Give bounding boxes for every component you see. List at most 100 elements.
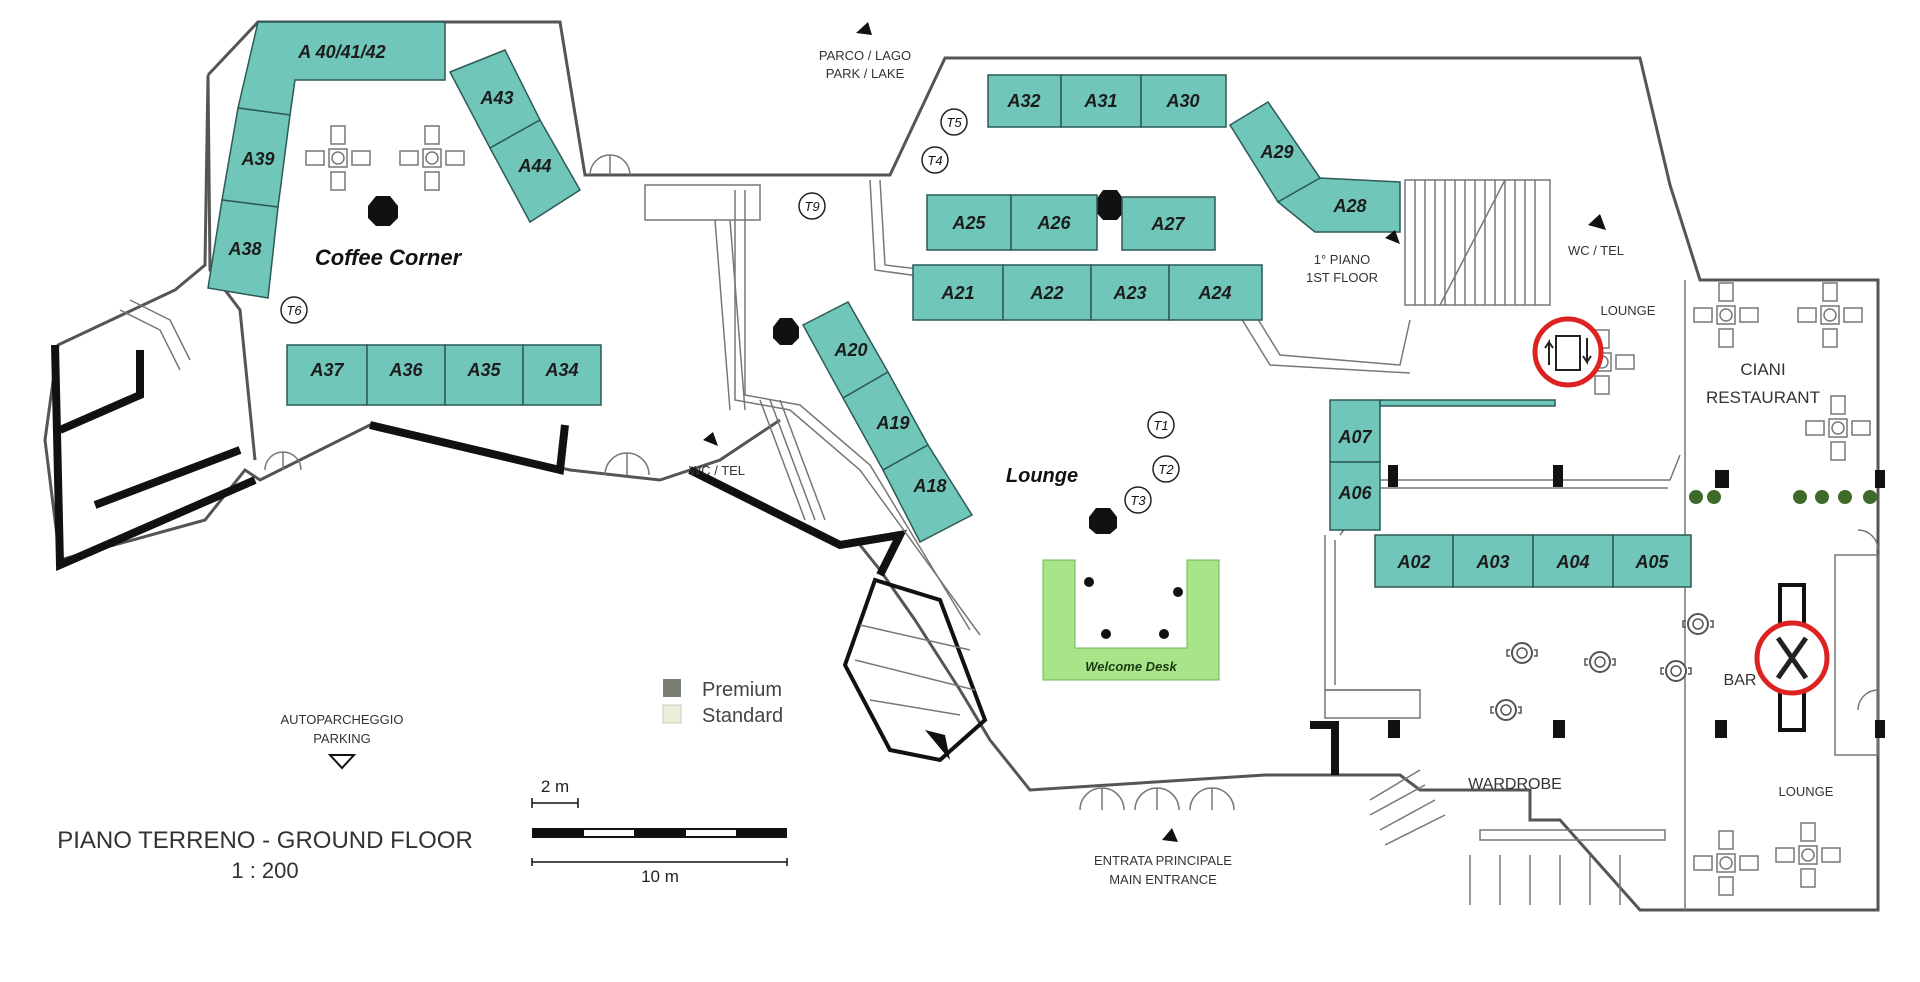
wardrobe-racks [1369, 769, 1666, 905]
elevator-icon [1532, 316, 1604, 388]
svg-text:T3: T3 [1130, 493, 1146, 508]
booth-a07: A07 [1329, 399, 1556, 463]
svg-text:A07: A07 [1337, 427, 1372, 447]
svg-text:T5: T5 [946, 115, 962, 130]
scale-large-label: 10 m [641, 867, 679, 886]
welcome-desk-label: Welcome Desk [1085, 659, 1177, 674]
north-arrow-icon [327, 22, 1606, 842]
booth-a28: A28 [1276, 177, 1401, 233]
booth-a21: A21 [912, 264, 1004, 321]
svg-text:A35: A35 [466, 360, 501, 380]
wc-tel-label: WC / TEL [1568, 243, 1624, 258]
lounge-bottom-label: LOUNGE [1779, 784, 1834, 799]
booth-a05: A05 [1612, 534, 1692, 588]
svg-text:A36: A36 [388, 360, 423, 380]
legend-swatch-standard [662, 704, 682, 724]
booth-a25: A25 [926, 194, 1012, 251]
booth-a22: A22 [1002, 264, 1092, 321]
svg-text:A29: A29 [1259, 142, 1293, 162]
legend-label-premium: Premium [702, 679, 782, 701]
svg-text:T2: T2 [1158, 462, 1174, 477]
lounge-label: Lounge [1006, 465, 1078, 487]
building-walls [43, 20, 1885, 912]
park-lake-label: PARCO / LAGO [819, 48, 911, 63]
booth-a04: A04 [1532, 534, 1614, 588]
booths: A 40/41/42 A43 A44 A39 A38 A37 A36 A35 A… [207, 21, 1692, 588]
booth-a32: A32 [987, 74, 1062, 128]
map-title: PIANO TERRENO - GROUND FLOOR 1 : 200 [57, 827, 473, 883]
svg-text:A20: A20 [833, 340, 867, 360]
svg-text:A32: A32 [1006, 91, 1040, 111]
pillars [1388, 465, 1885, 738]
table-t9: T9 [798, 192, 826, 220]
svg-text:A18: A18 [912, 476, 946, 496]
svg-text:A37: A37 [309, 360, 344, 380]
booth-a26: A26 [1010, 194, 1098, 251]
coffee-corner-label: Coffee Corner [315, 245, 463, 270]
svg-text:A04: A04 [1555, 552, 1589, 572]
booth-a06: A06 [1329, 461, 1381, 531]
booth-a38: A38 [207, 199, 279, 299]
booth-a27: A27 [1121, 196, 1216, 251]
svg-text:A03: A03 [1475, 552, 1509, 572]
table-t1: T1 [1147, 411, 1175, 439]
svg-text:T6: T6 [286, 303, 302, 318]
svg-text:A43: A43 [479, 88, 513, 108]
booth-a02: A02 [1374, 534, 1454, 588]
svg-text:T1: T1 [1153, 418, 1168, 433]
svg-text:A27: A27 [1150, 214, 1185, 234]
main-entrance-label-en: MAIN ENTRANCE [1109, 872, 1217, 887]
booth-a03: A03 [1452, 534, 1534, 588]
scale-small-label: 2 m [541, 777, 569, 796]
svg-text:A 40/41/42: A 40/41/42 [297, 42, 385, 62]
table-markers: T1 T2 T3 T4 T5 T6 T9 [280, 108, 1180, 514]
svg-text:A38: A38 [227, 239, 261, 259]
svg-text:A30: A30 [1165, 91, 1199, 111]
legend-label-standard: Standard [702, 705, 783, 727]
booth-a44: A44 [488, 118, 582, 224]
svg-text:T4: T4 [927, 153, 942, 168]
wardrobe-label: WARDROBE [1468, 776, 1562, 793]
booth-a24: A24 [1168, 264, 1263, 321]
legend-swatch-premium [663, 679, 681, 697]
restaurant-icon [1754, 583, 1830, 732]
svg-text:A34: A34 [544, 360, 578, 380]
booth-a37: A37 [286, 344, 368, 406]
svg-text:A24: A24 [1197, 283, 1231, 303]
booth-a31: A31 [1060, 74, 1142, 128]
first-floor-label: 1° PIANO [1314, 252, 1371, 267]
booth-a23: A23 [1090, 264, 1170, 321]
svg-text:A21: A21 [940, 283, 974, 303]
legend: Premium Standard [662, 679, 783, 727]
welcome-desk: Welcome Desk [1042, 559, 1220, 681]
ciani-label: CIANI [1740, 360, 1785, 379]
svg-text:A39: A39 [240, 149, 274, 169]
plants [1689, 490, 1877, 504]
svg-text:A22: A22 [1029, 283, 1063, 303]
svg-text:A19: A19 [875, 413, 909, 433]
parking-label: AUTOPARCHEGGIO [280, 712, 403, 727]
svg-text:A26: A26 [1036, 213, 1071, 233]
booth-a35: A35 [444, 344, 524, 406]
columns [368, 190, 1124, 534]
main-entrance-label: ENTRATA PRINCIPALE [1094, 853, 1232, 868]
booth-a43: A43 [448, 49, 541, 150]
booth-a34: A34 [522, 344, 602, 406]
svg-text:A06: A06 [1337, 483, 1372, 503]
park-lake-label-en: PARK / LAKE [826, 66, 905, 81]
booth-a30: A30 [1140, 74, 1227, 128]
table-t5: T5 [940, 108, 968, 136]
floor-title: PIANO TERRENO - GROUND FLOOR [57, 827, 473, 854]
first-floor-label-en: 1ST FLOOR [1306, 270, 1378, 285]
table-t6: T6 [280, 296, 308, 324]
svg-text:T9: T9 [804, 199, 819, 214]
svg-text:A23: A23 [1112, 283, 1146, 303]
scale-bar: 2 m 10 m [531, 777, 788, 886]
svg-text:A28: A28 [1332, 196, 1366, 216]
svg-text:A31: A31 [1083, 91, 1117, 111]
stairs [119, 179, 1551, 719]
bar-label: BAR [1724, 672, 1757, 689]
scale-ratio: 1 : 200 [231, 858, 298, 883]
booth-a18: A18 [882, 443, 974, 544]
